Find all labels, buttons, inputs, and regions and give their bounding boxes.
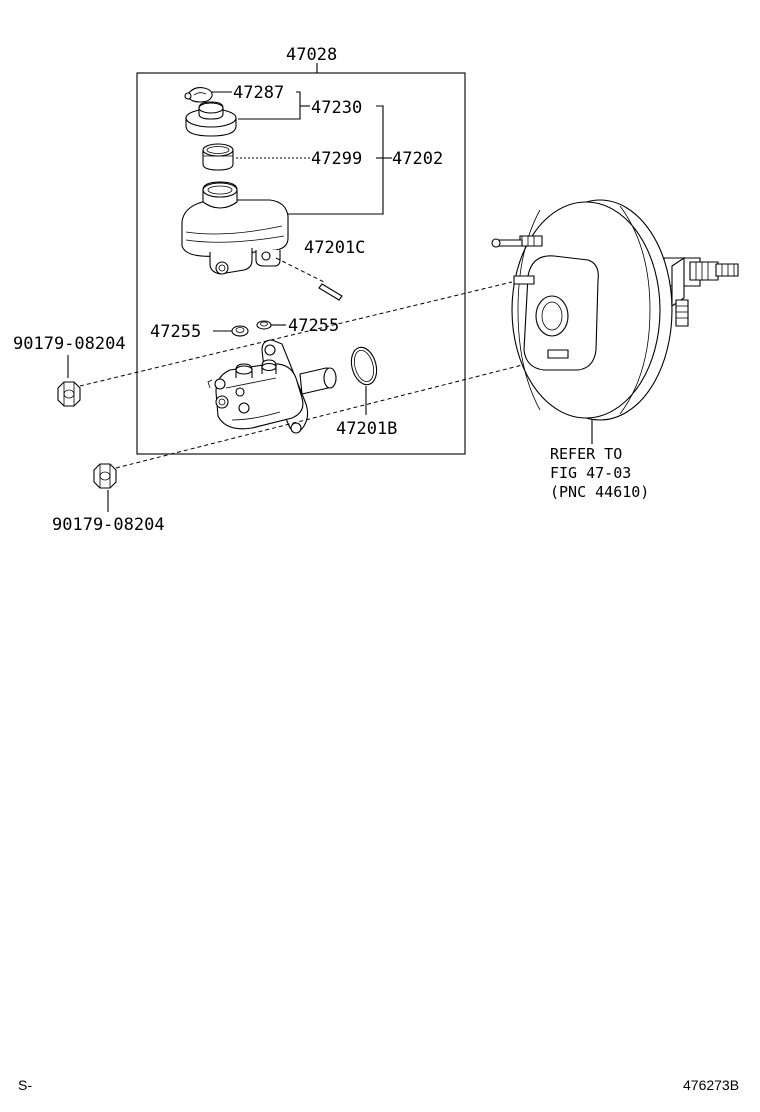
label-47201C[interactable]: 47201C bbox=[304, 238, 365, 258]
label-47202[interactable]: 47202 bbox=[392, 149, 443, 169]
reservoir-part bbox=[181, 181, 289, 275]
assembly-box bbox=[136, 72, 466, 455]
master-cylinder-part bbox=[207, 339, 337, 434]
nut-lower-part bbox=[93, 463, 117, 489]
label-47299[interactable]: 47299 bbox=[311, 149, 362, 169]
label-90179-lower[interactable]: 90179-08204 bbox=[52, 515, 165, 535]
booster-note-line1: REFER TO bbox=[550, 445, 622, 463]
o-ring-part bbox=[350, 346, 378, 386]
label-47255-right[interactable]: 47255 bbox=[288, 316, 339, 336]
label-47287[interactable]: 47287 bbox=[233, 83, 284, 103]
booster-note-line3: (PNC 44610) bbox=[550, 483, 649, 501]
label-47255-left[interactable]: 47255 bbox=[150, 322, 201, 342]
cap-part bbox=[185, 101, 237, 137]
grommet-left-part bbox=[231, 325, 249, 337]
strainer-part bbox=[202, 143, 234, 171]
nut-upper-part bbox=[57, 381, 81, 407]
grommet-right-part bbox=[256, 320, 272, 330]
label-90179-upper[interactable]: 90179-08204 bbox=[13, 334, 126, 354]
brake-booster-part bbox=[491, 199, 739, 421]
booster-note-line2: FIG 47-03 bbox=[550, 464, 631, 482]
clip-part bbox=[184, 87, 213, 103]
label-47201B[interactable]: 47201B bbox=[336, 419, 397, 439]
footer-left: S- bbox=[18, 1077, 32, 1093]
label-47028[interactable]: 47028 bbox=[286, 45, 337, 65]
footer-right: 476273B bbox=[683, 1077, 739, 1093]
label-47230[interactable]: 47230 bbox=[311, 98, 362, 118]
